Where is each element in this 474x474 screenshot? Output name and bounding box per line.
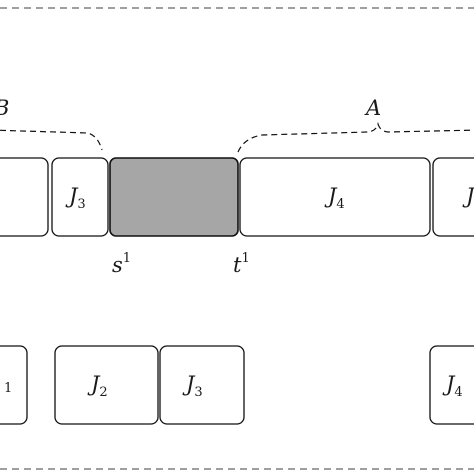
brace-a <box>237 121 474 153</box>
job-label-partial-j1: 1 <box>4 381 12 396</box>
job-label-j2: J2 <box>87 372 108 400</box>
label-b: B <box>0 96 9 120</box>
job-label-j4-bottom: J4 <box>442 372 463 400</box>
top-row: J3 J4 J <box>0 157 474 237</box>
job-label-j3-top: J3 <box>65 184 86 212</box>
job-block-partial-j1 <box>0 345 28 425</box>
bottom-row: 1 J2 J3 J4 <box>0 345 474 425</box>
marker-t1: t1 <box>233 251 250 277</box>
label-a: A <box>364 96 381 120</box>
job-block-j4-top <box>239 157 431 237</box>
idle-gap-block <box>109 157 239 237</box>
marker-s1: s1 <box>112 251 131 277</box>
job-block-partial-left <box>0 157 49 237</box>
job-label-j3-bottom: J3 <box>182 372 203 400</box>
brace-b <box>0 129 103 151</box>
job-block-j3-top <box>51 157 109 237</box>
job-block-j3-bottom <box>159 345 245 425</box>
job-label-j4-top: J4 <box>324 184 345 212</box>
job-block-j2 <box>54 345 159 425</box>
job-block-j4-bottom <box>429 345 474 425</box>
job-block-partial-right <box>432 157 474 237</box>
